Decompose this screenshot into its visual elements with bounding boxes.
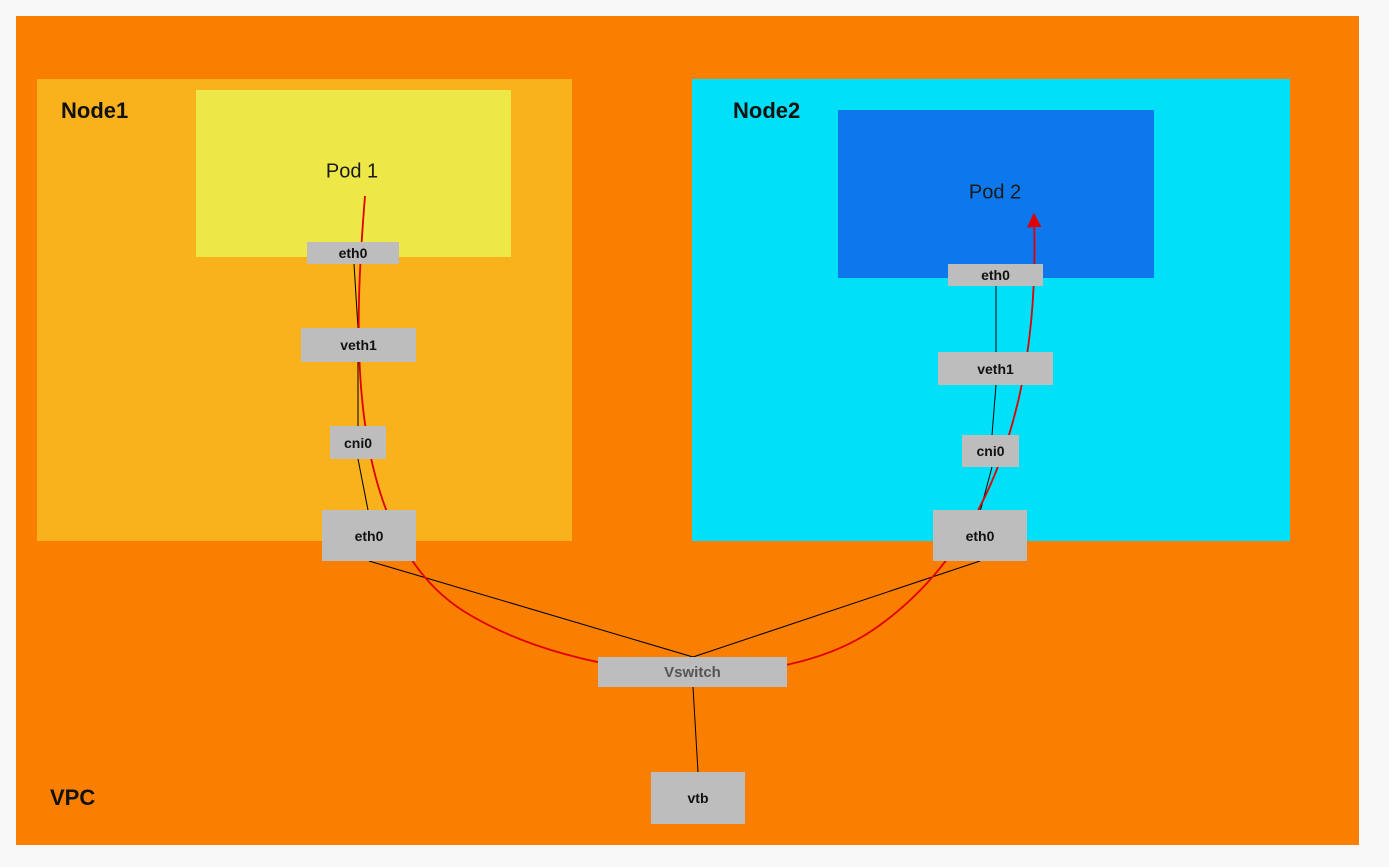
node2-host-eth0: eth0 (933, 510, 1027, 561)
node1-pod-eth0: eth0 (307, 242, 399, 264)
pod2-label: Pod 2 (968, 181, 1022, 204)
vpc-label: VPC (50, 785, 96, 810)
node2-label: Node2 (733, 98, 801, 123)
vswitch: Vswitch (598, 657, 787, 687)
node2-cni0: cni0 (962, 435, 1019, 467)
node2-veth1: veth1 (938, 352, 1053, 385)
node1-veth1: veth1 (301, 328, 416, 362)
node1-host-eth0: eth0 (322, 510, 416, 561)
node1-cni0: cni0 (330, 426, 386, 459)
pod1-label: Pod 1 (325, 160, 379, 183)
node1-label: Node1 (61, 98, 129, 123)
vtb-router: vtb (651, 772, 745, 824)
node2-pod-eth0: eth0 (948, 264, 1043, 286)
